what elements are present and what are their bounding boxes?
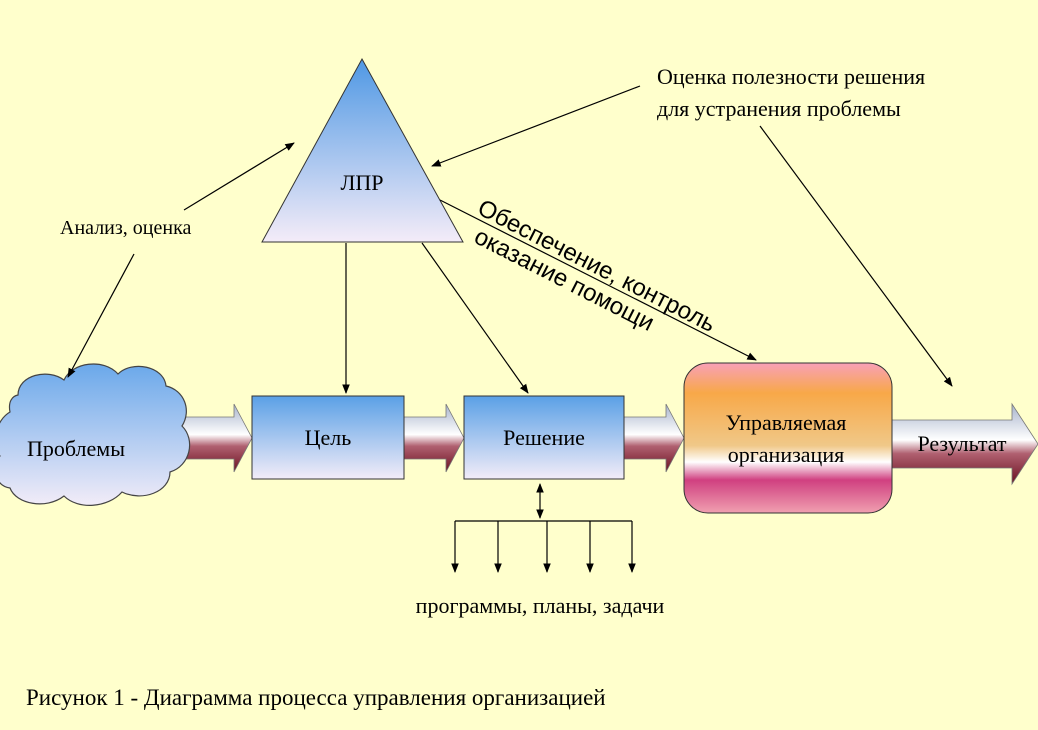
lpr-triangle: ЛПР: [261, 57, 464, 243]
flow-arrow-goal-decision: [403, 403, 465, 473]
flow-arrow-decision-org: [623, 403, 685, 473]
flow-arrows: [181, 402, 1038, 486]
outputs-label: программы, планы, задачи: [416, 593, 665, 618]
organization-label-line1: Управляемая: [726, 410, 847, 435]
decision-label: Решение: [503, 425, 585, 450]
arrow-lpr-organization: [439, 199, 757, 361]
usefulness-label-line1: Оценка полезности решения: [657, 64, 925, 89]
flow-arrow-org-result: [891, 402, 1038, 486]
arrow-analysis-problems: [67, 253, 135, 378]
arrow-analysis-lpr: [183, 142, 295, 211]
usefulness-label-line2: для устранения проблемы: [657, 96, 901, 121]
flow-arrow-problems-goal: [181, 403, 253, 473]
decision-box: Решение: [463, 395, 625, 480]
problems-label: Проблемы: [27, 436, 125, 461]
problems-cloud: Проблемы: [0, 363, 191, 506]
support-label: Обеспечение, контроль оказание помощи: [470, 194, 720, 338]
goal-box: Цель: [251, 395, 405, 480]
organization-box: Управляемая организация: [683, 362, 893, 514]
arrow-usefulness-result: [759, 125, 953, 387]
figure-caption: Рисунок 1 - Диаграмма процесса управлени…: [26, 685, 606, 710]
lpr-label: ЛПР: [340, 170, 383, 195]
cloud-icon: [0, 363, 191, 506]
goal-label: Цель: [305, 425, 352, 450]
result-label: Результат: [917, 431, 1006, 456]
arrow-usefulness-lpr: [431, 85, 641, 167]
organization-label-line2: организация: [728, 442, 844, 467]
arrow-lpr-decision: [421, 242, 529, 394]
connector-lines: [67, 85, 953, 573]
analysis-label: Анализ, оценка: [60, 217, 191, 239]
